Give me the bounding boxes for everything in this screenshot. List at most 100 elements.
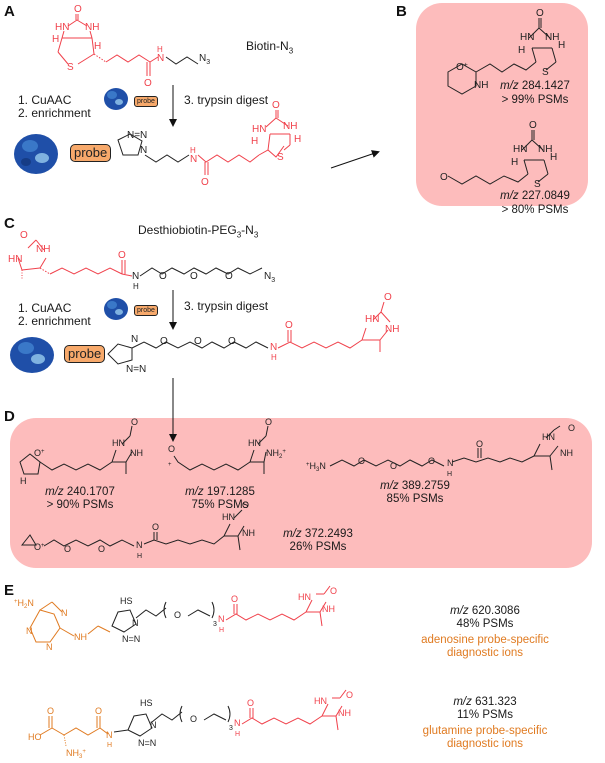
svg-text:HN: HN — [365, 314, 379, 325]
panel-b-ion-box — [416, 3, 588, 206]
panel-d-ion4-structure — [20, 509, 245, 551]
svg-text:N: N — [46, 642, 53, 652]
svg-text:O: O — [20, 230, 28, 241]
svg-text:O: O — [247, 698, 254, 708]
probe-tag-c: probe — [64, 345, 106, 363]
svg-text:H: H — [20, 476, 27, 486]
arrow-to-panel-b — [330, 150, 380, 169]
svg-text:NH2+: NH2+ — [266, 448, 286, 460]
svg-text:O: O — [440, 172, 448, 183]
svg-text:HN: HN — [513, 144, 527, 155]
svg-text:N: N — [106, 730, 113, 740]
panel-b-ion1-psm: > 99% PSMs — [501, 94, 569, 106]
svg-text:N: N — [270, 342, 277, 353]
svg-text:O: O — [201, 177, 209, 188]
svg-text:O: O — [190, 714, 197, 724]
svg-text:O: O — [529, 120, 537, 131]
svg-text:HN: HN — [252, 124, 266, 135]
svg-text:NH: NH — [545, 32, 559, 43]
biotin-n3-structure — [57, 14, 199, 76]
panel-d-ion2-structure — [173, 425, 269, 474]
svg-text:O: O — [152, 522, 159, 532]
svg-text:N3: N3 — [264, 271, 275, 284]
svg-text:O: O — [272, 100, 280, 111]
svg-text:H: H — [558, 40, 565, 51]
svg-text:N: N — [150, 720, 157, 730]
svg-text:H: H — [157, 45, 163, 54]
glutamine-adduct-structure — [39, 689, 347, 747]
biotin-n3-atom-labels: O HN NH H H S O H N N3 — [52, 4, 210, 89]
panel-e-ion1-mz: m/z 620.3086 — [450, 605, 520, 617]
panel-e-ion1-label-2: diagnostic ions — [446, 647, 524, 659]
panel-d-ion-box — [10, 418, 592, 568]
panel-d-ion1-structure — [19, 425, 133, 475]
svg-text:O: O — [265, 417, 272, 427]
svg-text:HN: HN — [314, 696, 327, 706]
panel-b-ion2-mz: m/z 227.0849 — [500, 190, 570, 202]
svg-text:O: O — [330, 586, 337, 596]
svg-text:H: H — [133, 282, 139, 291]
svg-text:+H2N: +H2N — [14, 598, 34, 610]
svg-text:H: H — [511, 157, 518, 168]
panel-e-ion2-label-2: diagnostic ions — [446, 738, 524, 750]
svg-text:H: H — [235, 731, 240, 738]
svg-text:O: O — [131, 417, 138, 427]
svg-text:S: S — [534, 179, 541, 190]
panel-d-ion3-structure — [329, 425, 561, 471]
svg-text:NH: NH — [338, 708, 351, 718]
panel-label-e: E — [4, 582, 15, 599]
svg-text:O: O — [98, 544, 105, 554]
svg-text:HN: HN — [222, 512, 235, 522]
panel-e-ion2-mz: m/z 631.323 — [453, 696, 517, 708]
svg-text:HN: HN — [8, 254, 22, 265]
probe-tag-a: probe — [70, 144, 112, 162]
desthiobiotin-peg3-n3-structure — [17, 239, 263, 280]
panel-d-ion4-mz: m/z 372.2493 — [283, 528, 353, 540]
panel-d-ion3-mz: m/z 389.2759 — [380, 480, 450, 492]
svg-text:HN: HN — [298, 592, 311, 602]
protein-icon-c-small — [104, 298, 128, 320]
svg-text:NH: NH — [283, 121, 297, 132]
svg-text:NH: NH — [538, 144, 552, 155]
svg-text:HN: HN — [520, 32, 534, 43]
svg-text:NH: NH — [130, 448, 143, 458]
svg-text:N=N: N=N — [138, 738, 156, 748]
svg-text:H: H — [137, 553, 142, 560]
svg-text:H: H — [294, 134, 301, 145]
panel-b-ion2-psm: > 80% PSMs — [501, 204, 569, 216]
reagent-name-a: Biotin-N3 — [246, 39, 294, 56]
svg-text:H: H — [219, 627, 224, 634]
svg-text:O: O — [346, 690, 353, 700]
panel-label-b: B — [396, 3, 407, 20]
step-1-a: 1. CuAAC — [18, 93, 72, 107]
svg-text:H: H — [271, 353, 277, 362]
svg-text:O: O — [231, 594, 238, 604]
svg-text:N=N: N=N — [122, 634, 140, 644]
svg-text:NH: NH — [560, 448, 573, 458]
svg-text:3: 3 — [229, 725, 233, 732]
panel-label-a: A — [4, 3, 15, 20]
panel-e-ion1-label-1: adenosine probe-specific — [421, 634, 549, 646]
panel-e-ion1-psm: 48% PSMs — [456, 618, 514, 630]
svg-text:O: O — [190, 271, 198, 282]
svg-text:NH3+: NH3+ — [66, 748, 86, 760]
svg-text:H: H — [52, 34, 59, 45]
svg-text:O: O — [384, 292, 392, 303]
svg-text:O: O — [168, 444, 175, 454]
svg-text:HN: HN — [248, 438, 261, 448]
step-2-a: 2. enrichment — [18, 106, 91, 120]
svg-text:HN: HN — [112, 438, 125, 448]
svg-text:O: O — [47, 706, 54, 716]
svg-text:O: O — [118, 250, 126, 261]
svg-text:NH: NH — [322, 604, 335, 614]
svg-text:NH: NH — [74, 632, 87, 642]
svg-text:O+: O+ — [34, 448, 45, 458]
digest-step-a: 3. trypsin digest — [184, 93, 269, 107]
svg-text:O+: O+ — [34, 542, 45, 552]
panel-label-d: D — [4, 408, 15, 425]
svg-text:O: O — [144, 78, 152, 89]
panel-d-ion1-psm: > 90% PSMs — [46, 499, 114, 511]
atom-o: O — [74, 4, 82, 15]
svg-text:N: N — [61, 608, 68, 618]
